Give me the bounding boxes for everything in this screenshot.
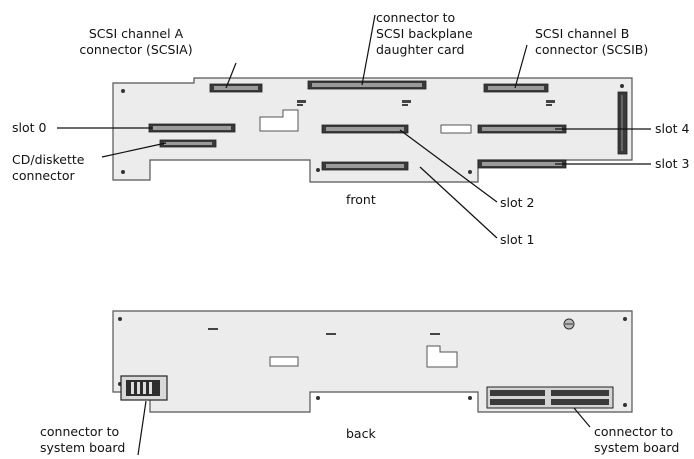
system-board-connector-left-label: connector to system board	[40, 424, 126, 455]
backplane-connector-label: connector to SCSI backplane daughter car…	[376, 10, 473, 57]
back-label: back	[346, 426, 376, 441]
slot-4-label: slot 4	[655, 121, 690, 136]
cd-diskette-label: CD/diskette connector	[12, 152, 85, 183]
back-board	[112, 310, 633, 413]
slot-1-label: slot 1	[500, 232, 535, 247]
slot-0-label: slot 0	[12, 120, 47, 135]
scsi-b-label: SCSI channel B connector (SCSIB)	[535, 26, 649, 57]
front-label: front	[346, 192, 376, 207]
system-board-connector-right-label: connector to system board	[594, 424, 680, 455]
scsi-a-label: SCSI channel A connector (SCSIA)	[79, 26, 193, 57]
slot-3-label: slot 3	[655, 156, 690, 171]
front-board	[112, 77, 633, 183]
slot-2-label: slot 2	[500, 195, 535, 210]
leader-lines	[57, 14, 651, 456]
